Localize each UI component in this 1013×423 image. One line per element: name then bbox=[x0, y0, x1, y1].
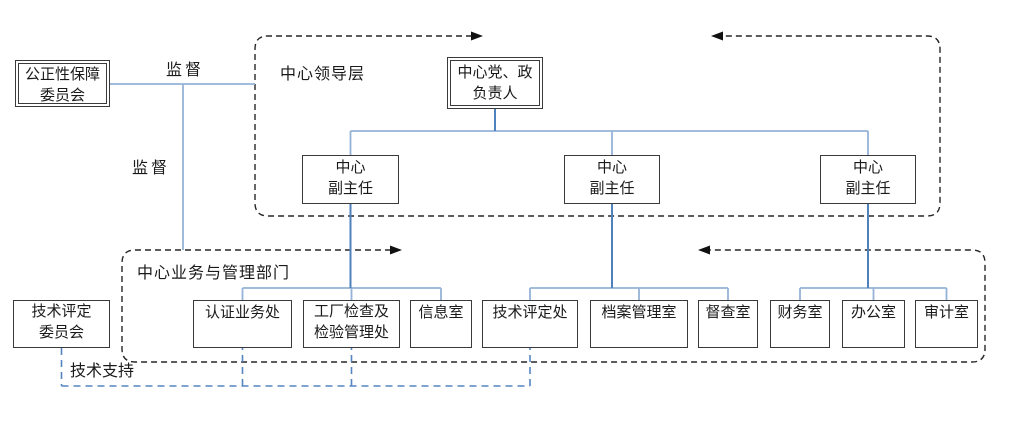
box-label: 副主任 bbox=[845, 181, 891, 197]
box-label: 认证业务处 bbox=[204, 305, 280, 321]
box-label: 副主任 bbox=[589, 181, 635, 197]
box-label: 中心 bbox=[335, 160, 366, 176]
dept-box-finance: 财务室 bbox=[770, 300, 830, 348]
box-label: 审计室 bbox=[923, 305, 969, 321]
dept-box-certification: 认证业务处 bbox=[193, 300, 292, 348]
box-label: 技术评定 bbox=[31, 304, 92, 320]
box-label: 负责人 bbox=[472, 86, 518, 102]
hierarchy-stems-dark bbox=[349, 109, 869, 288]
box-label: 工厂检查及 bbox=[313, 304, 389, 320]
box-label: 公正性保障 bbox=[24, 67, 100, 83]
box-label: 办公室 bbox=[850, 305, 896, 321]
dept-box-supervision-office: 督查室 bbox=[698, 300, 758, 348]
tech-eval-committee-box: 技术评定 委员会 bbox=[13, 300, 110, 348]
hierarchy-connectors-light bbox=[110, 83, 948, 300]
dept-box-factory-inspection: 工厂检查及 检验管理处 bbox=[303, 300, 400, 348]
leadership-flow-arrowheads bbox=[471, 31, 723, 41]
leadership-group-label: 中心领导层 bbox=[280, 66, 366, 83]
box-label: 委员会 bbox=[38, 325, 84, 341]
fairness-committee-box: 公正性保障 委员会 bbox=[15, 60, 110, 107]
center-head-box: 中心党、政 负责人 bbox=[447, 57, 543, 109]
dept-box-audit: 审计室 bbox=[915, 300, 978, 348]
departments-flow-arrowheads bbox=[390, 245, 710, 255]
arrow-right-icon bbox=[390, 245, 402, 255]
arrow-left-icon bbox=[698, 245, 710, 255]
box-label: 副主任 bbox=[327, 181, 373, 197]
deputy-director-box-1: 中心 副主任 bbox=[302, 155, 399, 204]
box-label: 中心 bbox=[852, 160, 883, 176]
departments-group-label: 中心业务与管理部门 bbox=[137, 265, 291, 282]
box-label: 委员会 bbox=[39, 88, 85, 104]
box-label: 检验管理处 bbox=[313, 325, 389, 341]
leadership-container-border bbox=[254, 35, 941, 217]
dept-box-archives: 档案管理室 bbox=[590, 300, 688, 348]
tech-support-dashed-links bbox=[60, 348, 531, 387]
dept-box-tech-evaluation: 技术评定处 bbox=[482, 300, 578, 348]
deputy-director-box-3: 中心 副主任 bbox=[820, 155, 916, 204]
tech-support-label: 技术支持 bbox=[70, 363, 135, 380]
departments-container-border bbox=[121, 249, 986, 363]
arrow-left-icon bbox=[711, 31, 723, 41]
supervise-label-top: 监督 bbox=[165, 62, 204, 79]
box-label: 督查室 bbox=[705, 305, 751, 321]
dept-box-admin-office: 办公室 bbox=[842, 300, 905, 348]
box-label: 中心 bbox=[596, 160, 627, 176]
box-label: 技术评定处 bbox=[492, 305, 568, 321]
deputy-director-box-2: 中心 副主任 bbox=[564, 155, 660, 204]
arrow-right-icon bbox=[471, 31, 483, 41]
supervise-label-side: 监督 bbox=[132, 160, 171, 177]
box-label: 档案管理室 bbox=[601, 305, 677, 321]
box-label: 信息室 bbox=[418, 305, 464, 321]
dept-box-information: 信息室 bbox=[410, 300, 472, 348]
box-label: 中心党、政 bbox=[457, 65, 533, 81]
box-label: 财务室 bbox=[777, 305, 823, 321]
